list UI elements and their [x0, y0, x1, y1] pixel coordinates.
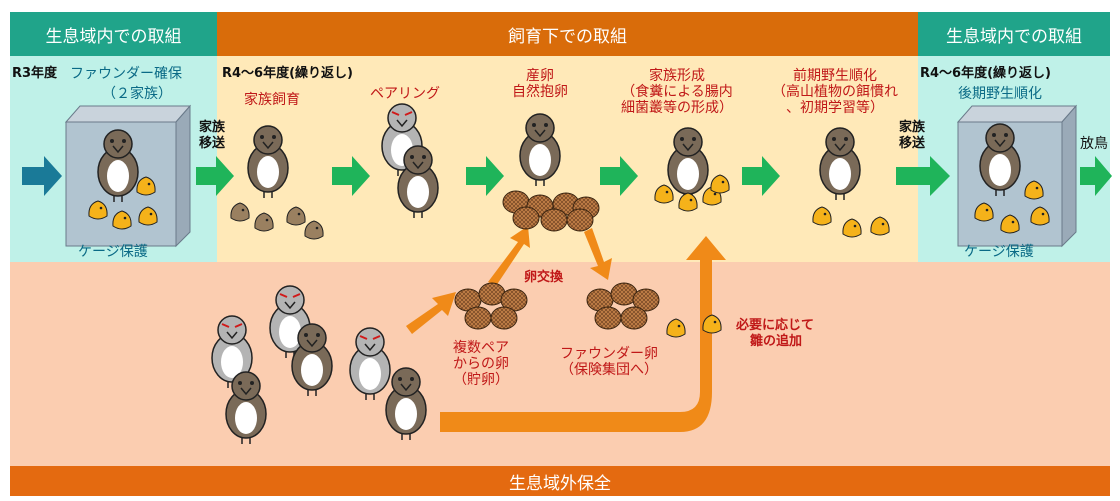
chick-icon: [710, 174, 730, 194]
ptarmigan-icon: [385, 367, 427, 441]
egg-icon: [490, 306, 518, 330]
multi-line3: （貯卵）: [453, 372, 509, 388]
egg-icon: [594, 306, 622, 330]
chick-icon: [678, 192, 698, 212]
transfer-label-right: 家族 移送: [892, 120, 932, 152]
step-formation: 家族形成 （食糞による腸内 細菌叢等の形成）: [612, 68, 742, 116]
chick-icon: [654, 184, 674, 204]
left-year: R3年度: [12, 66, 58, 81]
right-cage-label: ケージ保護: [964, 244, 1034, 260]
chick-icon: [254, 212, 274, 232]
header-left: 生息域内での取組: [10, 12, 217, 56]
chick-icon: [286, 206, 306, 226]
ptarmigan-icon: [349, 327, 391, 401]
step-formation-line1: 家族形成: [649, 68, 705, 84]
chick-icon: [304, 220, 324, 240]
chick-icon: [812, 206, 832, 226]
multi-line2: からの卵: [453, 356, 509, 372]
ptarmigan-icon: [397, 145, 439, 219]
release-label: 放鳥: [1080, 136, 1108, 152]
ptarmigan-icon: [667, 127, 709, 201]
egg-icon: [464, 306, 492, 330]
header-bottom: 生息域外保全: [10, 466, 1110, 496]
middle-year: R4～6年度(繰り返し): [222, 66, 353, 81]
transfer-label-left: 家族 移送: [192, 120, 232, 152]
left-cage-label: ケージ保護: [78, 244, 148, 260]
step-family: 家族飼育: [244, 92, 300, 108]
step-pairing: ペアリング: [370, 86, 440, 102]
step-laying: 産卵 自然抱卵: [500, 68, 580, 100]
transfer-line2: 移送: [198, 136, 225, 151]
founder-line1: ファウンダー卵: [560, 346, 658, 362]
header-middle: 飼育下での取組: [217, 12, 918, 56]
step-early-line3: 、初期学習等）: [786, 100, 884, 116]
step-early: 前期野生順化 （高山植物の餌慣れ 、初期学習等）: [760, 68, 910, 116]
egg-icon: [620, 306, 648, 330]
egg-icon: [512, 206, 540, 230]
chick-icon: [870, 216, 890, 236]
add-line1: 必要に応じて: [736, 318, 815, 333]
founder-egg-label: ファウンダー卵 （保険集団へ）: [544, 346, 674, 378]
step-formation-line3: 細菌叢等の形成）: [621, 100, 733, 116]
transfer-line1: 家族: [198, 120, 225, 135]
egg-icon: [566, 208, 594, 232]
ptarmigan-icon: [225, 371, 267, 445]
multi-line1: 複数ペア: [453, 340, 509, 356]
header-right: 生息域内での取組: [918, 12, 1110, 56]
chick-icon: [666, 318, 686, 338]
ptarmigan-icon: [819, 127, 861, 201]
step-laying-line1: 産卵: [526, 68, 554, 84]
multi-pair-label: 複数ペア からの卵 （貯卵）: [446, 340, 516, 388]
left-subtitle: （２家族）: [102, 86, 172, 102]
egg-icon: [540, 208, 568, 232]
add-line2: 雛の追加: [750, 334, 803, 349]
step-early-line1: 前期野生順化: [793, 68, 877, 84]
chick-icon: [842, 218, 862, 238]
right-year: R4～6年度(繰り返し): [920, 66, 1051, 81]
transfer-line1: 家族: [898, 120, 925, 135]
step-early-line2: （高山植物の餌慣れ: [772, 84, 898, 100]
step-laying-line2: 自然抱卵: [512, 84, 568, 100]
step-formation-line2: （食糞による腸内: [621, 84, 733, 100]
transfer-line2: 移送: [898, 136, 925, 151]
right-title: 後期野生順化: [958, 86, 1042, 102]
chick-icon: [230, 202, 250, 222]
ptarmigan-icon: [247, 125, 289, 199]
arrow-icon: [22, 156, 1112, 196]
middle-zone: [217, 56, 918, 262]
arrow-icon: [406, 226, 726, 432]
ptarmigan-icon: [291, 323, 333, 397]
founder-line2: （保険集団へ）: [560, 362, 658, 378]
add-chick-label: 必要に応じて 雛の追加: [736, 318, 814, 350]
egg-exchange-label: 卵交換: [524, 270, 564, 285]
ptarmigan-icon: [519, 113, 561, 187]
left-title: ファウンダー確保: [70, 66, 182, 82]
